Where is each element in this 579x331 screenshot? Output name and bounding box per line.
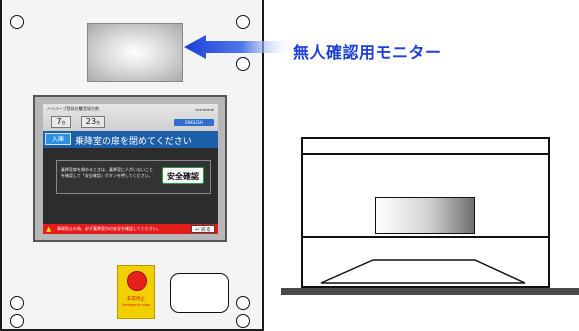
count-unit-1: 台 (61, 120, 66, 125)
emergency-stop-button[interactable] (127, 271, 147, 291)
screw-icon (236, 15, 250, 29)
screw-icon (10, 15, 24, 29)
turntable-icon (320, 259, 526, 284)
count-box-1: 7台 (51, 116, 71, 128)
count-value-1: 7 (56, 117, 62, 126)
screen-title: 乗降室の扉を閉めてください (75, 137, 192, 147)
count-value-2: 23 (85, 117, 97, 126)
touch-screen: ハイループ登録台数 全登録台数 7台 23台 ▬▬▬▬▬ ENGLISH 入庫 … (43, 104, 218, 234)
screw-icon (236, 314, 250, 328)
count-unit-2: 台 (96, 120, 101, 125)
key-switch[interactable] (170, 273, 229, 313)
warning-bar: ▲ 事故防止の為、必ず乗降室内の安全を確認してください。 ↩ 戻る (43, 224, 218, 234)
emergency-stop-label-en: Emergency stop (121, 303, 151, 307)
back-button[interactable]: ↩ 戻る (191, 225, 215, 233)
wall-line (301, 236, 550, 238)
warning-icon: ▲ (46, 225, 52, 233)
monitor-camera (87, 23, 183, 82)
floor (281, 288, 579, 295)
header-label-2: 全登録台数 (79, 106, 99, 111)
ceiling-line (301, 153, 550, 155)
emergency-stop-label: 非常停止 (127, 297, 145, 302)
arrow-icon (184, 35, 290, 59)
camera-label: 無人確認用モニター (293, 43, 442, 62)
back-button-label: 戻る (200, 227, 211, 233)
header-label-1: ハイループ登録台数 (47, 106, 83, 111)
safety-confirm-button[interactable]: 安全確認 (162, 167, 204, 184)
emergency-stop-plate: 非常停止 Emergency stop (117, 265, 155, 319)
english-button[interactable]: ENGLISH (174, 119, 214, 126)
screw-icon (10, 314, 24, 328)
screw-icon (236, 57, 250, 71)
screen-header: ハイループ登録台数 全登録台数 7台 23台 ▬▬▬▬▬ ENGLISH (43, 104, 218, 131)
brand-logo: ▬▬▬▬▬ (195, 107, 214, 112)
screw-icon (10, 296, 24, 310)
message-box: 乗降室扉を閉めるときは、乗降室に人がいないことを確認して「安全確認」ボタンを押し… (56, 160, 211, 194)
entry-badge-label: 入庫 (51, 136, 64, 143)
screen-title-bar: 入庫 乗降室の扉を閉めてください (43, 131, 218, 148)
count-box-2: 23台 (81, 116, 105, 128)
entry-badge: 入庫 (45, 133, 71, 145)
warning-text: 事故防止の為、必ず乗降室内の安全を確認してください。 (57, 226, 161, 231)
back-icon: ↩ (195, 227, 200, 233)
car-display (375, 197, 475, 234)
screw-icon (236, 296, 250, 310)
message-text: 乗降室扉を閉めるときは、乗降室に人がいないことを確認して「安全確認」ボタンを押し… (61, 167, 153, 178)
